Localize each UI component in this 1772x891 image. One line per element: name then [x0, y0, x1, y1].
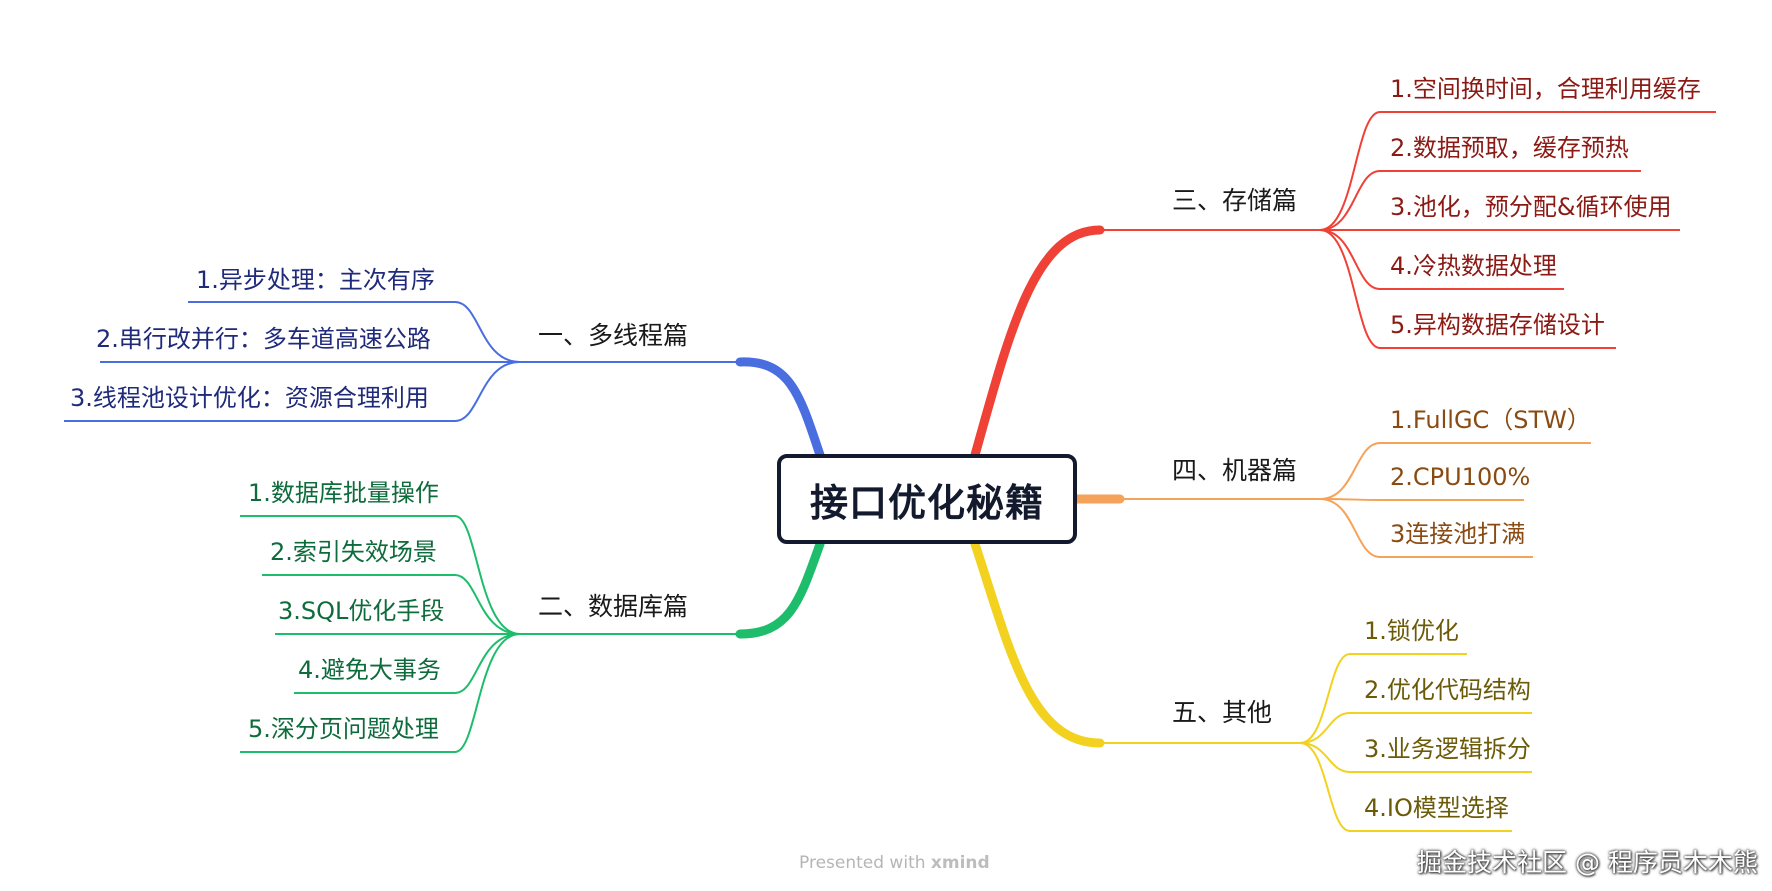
- branch-storage-connectors: [970, 111, 1716, 460]
- branch-database-title[interactable]: 二、数据库篇: [538, 592, 689, 621]
- xmind-logo-text: xmind: [930, 853, 990, 873]
- branch-storage-item-3[interactable]: 3.池化，预分配&循环使用: [1390, 193, 1672, 221]
- branch-multithread-item-2[interactable]: 2.串行改并行：多车道高速公路: [96, 325, 431, 353]
- branch-machine-item-3[interactable]: 3连接池打满: [1390, 520, 1526, 548]
- branch-other-item-3[interactable]: 3.业务逻辑拆分: [1364, 735, 1531, 763]
- branch-other-item-2[interactable]: 2.优化代码结构: [1364, 676, 1531, 704]
- branch-machine-item-1[interactable]: 1.FullGC（STW）: [1390, 406, 1591, 434]
- branch-multithread-item-3[interactable]: 3.线程池设计优化：资源合理利用: [70, 384, 429, 412]
- branch-multithread-item-1[interactable]: 1.异步处理：主次有序: [196, 266, 435, 294]
- branch-storage-item-2[interactable]: 2.数据预取，缓存预热: [1390, 134, 1629, 162]
- branch-other-item-1[interactable]: 1.锁优化: [1364, 617, 1459, 645]
- presented-with-text: Presented with: [799, 853, 926, 873]
- branch-database-item-5[interactable]: 5.深分页问题处理: [248, 715, 439, 743]
- branch-storage-item-1[interactable]: 1.空间换时间，合理利用缓存: [1390, 75, 1701, 103]
- branch-machine-connectors: [1072, 442, 1591, 558]
- branch-storage-item-5[interactable]: 5.异构数据存储设计: [1390, 311, 1605, 339]
- branch-database-connectors: [240, 515, 825, 753]
- watermark-text: 掘金技术社区 @ 程序员木木熊: [1417, 848, 1758, 877]
- branch-database-item-2[interactable]: 2.索引失效场景: [270, 538, 437, 566]
- branch-storage-item-4[interactable]: 4.冷热数据处理: [1390, 252, 1557, 280]
- branch-machine-item-2[interactable]: 2.CPU100%: [1390, 463, 1531, 491]
- branch-other-connectors: [970, 539, 1532, 832]
- branch-multithread-connectors: [64, 301, 825, 460]
- branch-other-title[interactable]: 五、其他: [1172, 698, 1273, 727]
- branch-database-item-4[interactable]: 4.避免大事务: [298, 656, 441, 684]
- branch-machine-title[interactable]: 四、机器篇: [1172, 456, 1298, 485]
- branch-database-item-3[interactable]: 3.SQL优化手段: [278, 597, 445, 625]
- branch-database-item-1[interactable]: 1.数据库批量操作: [248, 479, 439, 507]
- branch-storage-title[interactable]: 三、存储篇: [1172, 186, 1298, 215]
- branch-other-item-4[interactable]: 4.IO模型选择: [1364, 794, 1509, 822]
- central-topic[interactable]: 接口优化秘籍: [777, 454, 1077, 544]
- central-topic-label: 接口优化秘籍: [809, 480, 1044, 525]
- branch-multithread-title[interactable]: 一、多线程篇: [538, 321, 689, 350]
- presented-with-footer: Presented with xmind: [799, 853, 990, 873]
